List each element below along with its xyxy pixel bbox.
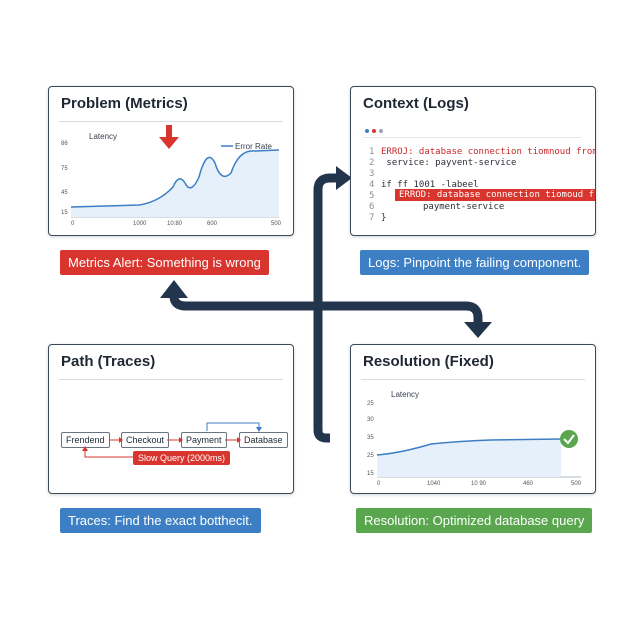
arrow-to-resolution bbox=[464, 322, 492, 338]
x-tick: 0 bbox=[71, 221, 75, 227]
latency-area bbox=[377, 439, 561, 477]
metrics-divider bbox=[59, 121, 283, 122]
y-tick: 45 bbox=[61, 190, 68, 196]
x-tick: 10 90 bbox=[471, 481, 487, 487]
x-tick: 500 bbox=[271, 221, 282, 227]
window-dot-icon bbox=[365, 129, 369, 133]
y-tick: 30 bbox=[367, 417, 374, 423]
arrow-to-logs bbox=[336, 166, 352, 190]
x-tick: 1000 bbox=[133, 221, 147, 227]
window-dot-icon bbox=[372, 129, 376, 133]
log-line: 2 service: payvent-service bbox=[369, 158, 517, 168]
x-tick: 1040 bbox=[427, 481, 441, 487]
y-tick: 25 bbox=[367, 453, 374, 459]
metrics-panel: Problem (Metrics) Latency Error Rate 86 … bbox=[48, 86, 294, 236]
traces-panel: Path (Traces) Frendend Checkout Payment … bbox=[48, 344, 294, 494]
metrics-chart: Latency Error Rate 86 75 45 15 0 1000 10… bbox=[61, 125, 282, 227]
x-tick: 460 bbox=[523, 481, 534, 487]
arrow-to-metrics-badge bbox=[160, 280, 188, 298]
metrics-panel-title: Problem (Metrics) bbox=[61, 95, 188, 112]
log-line: 5 bbox=[369, 191, 375, 201]
x-tick: 600 bbox=[207, 221, 218, 227]
trace-arrows bbox=[82, 422, 262, 458]
code-editor-toolbar bbox=[363, 127, 581, 138]
legend-label: Error Rate bbox=[235, 142, 272, 151]
y-tick: 35 bbox=[367, 435, 374, 441]
error-highlight: ERROD: database connection tiomoud from bbox=[395, 189, 595, 201]
metrics-chart-label: Latency bbox=[89, 132, 117, 141]
resolution-divider bbox=[361, 379, 585, 380]
resolution-chart: Latency 25 30 35 25 15 0 1040 10 90 460 … bbox=[367, 390, 582, 487]
logs-panel-title: Context (Logs) bbox=[363, 95, 469, 112]
metrics-alert-badge: Metrics Alert: Something is wrong bbox=[60, 250, 269, 275]
down-arrow-icon bbox=[159, 125, 179, 149]
window-dot-icon bbox=[379, 129, 383, 133]
log-line: 7} bbox=[369, 213, 387, 223]
y-tick: 86 bbox=[61, 141, 68, 147]
y-tick: 15 bbox=[61, 210, 68, 216]
traces-panel-title: Path (Traces) bbox=[61, 353, 156, 370]
resolution-panel-title: Resolution (Fixed) bbox=[363, 353, 494, 370]
logs-badge: Logs: Pinpoint the failing component. bbox=[360, 250, 590, 275]
x-tick: 0 bbox=[377, 481, 381, 487]
resolution-badge: Resolution: Optimized database query bbox=[356, 508, 593, 533]
x-tick: 500 bbox=[571, 481, 582, 487]
latency-line bbox=[376, 438, 562, 456]
y-tick: 15 bbox=[367, 471, 374, 477]
y-tick: 75 bbox=[61, 166, 68, 172]
slow-query-label: Slow Query (2000ms) bbox=[133, 451, 231, 465]
x-tick: 10:80 bbox=[167, 221, 183, 227]
y-tick: 25 bbox=[367, 401, 374, 407]
check-circle-icon bbox=[560, 430, 578, 448]
resolution-panel: Resolution (Fixed) Latency 25 30 35 25 1… bbox=[350, 344, 596, 494]
traces-badge: Traces: Find the exact botthecit. bbox=[60, 508, 261, 533]
traces-divider bbox=[59, 379, 283, 380]
log-line: 3 bbox=[369, 169, 375, 179]
latency-line bbox=[70, 149, 280, 208]
resolution-chart-label: Latency bbox=[391, 390, 419, 399]
